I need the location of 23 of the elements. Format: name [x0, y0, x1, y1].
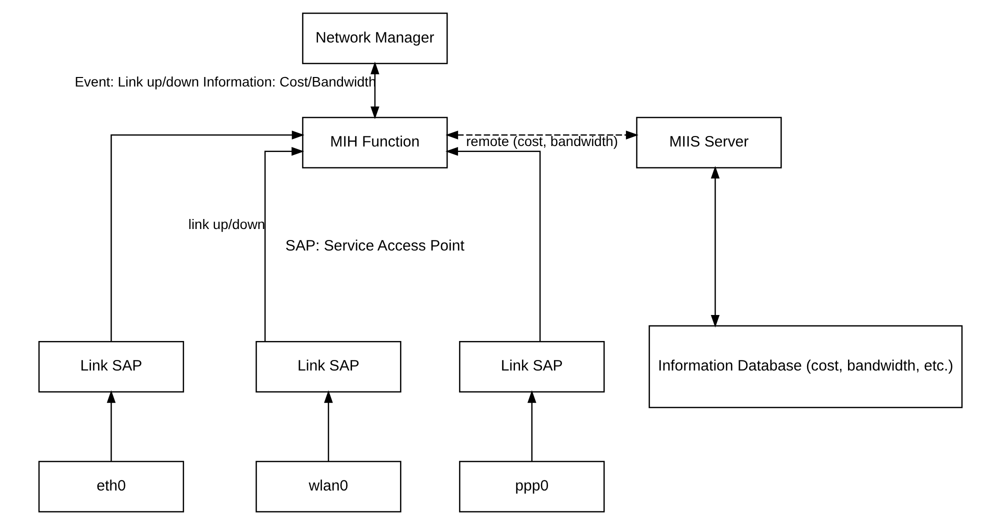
- node-box: Link SAP: [255, 340, 401, 392]
- arrow: [264, 146, 304, 342]
- node-box: eth0: [38, 460, 184, 512]
- node-box: Link SAP: [38, 340, 184, 392]
- node-box: MIH Function: [302, 116, 448, 168]
- arrow: [110, 130, 304, 342]
- edge-label: link up/down: [188, 216, 265, 232]
- arrow: [106, 390, 116, 462]
- node-box: Link SAP: [458, 340, 604, 392]
- node-box: Network Manager: [302, 12, 448, 64]
- arrow: [324, 390, 332, 462]
- node-box: Information Database (cost, bandwidth, etc.): [648, 325, 962, 408]
- node-box: MIIS Server: [636, 116, 782, 168]
- arrow: [444, 146, 540, 342]
- arrow: [370, 62, 379, 120]
- node-box: ppp0: [458, 460, 604, 512]
- label: SAP: Service Access Point: [284, 238, 464, 255]
- arrow: [527, 390, 536, 462]
- edge-label: remote (cost, bandwidth): [466, 133, 618, 150]
- edge-label: Event: Link up/down Information: Cost/Bandwidth: [74, 73, 376, 90]
- arrow: [445, 130, 638, 140]
- arrow: [710, 166, 720, 328]
- node-box: wlan0: [255, 460, 401, 512]
